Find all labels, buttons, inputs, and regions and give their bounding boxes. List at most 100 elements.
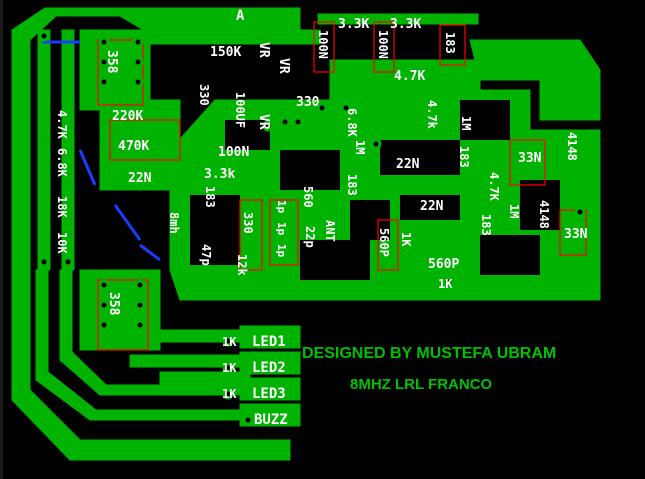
- label-r183-b: 183: [345, 174, 359, 196]
- label-c1p-c: 1p: [275, 244, 288, 258]
- r330c-outline: [239, 199, 263, 271]
- ic1-outline: [97, 39, 144, 106]
- pad: [340, 102, 352, 114]
- pad: [98, 76, 110, 88]
- pad: [98, 56, 110, 68]
- label-r47k-right: 4.7K: [487, 172, 501, 202]
- label-vr1: VR: [256, 42, 271, 58]
- pad: [279, 116, 291, 128]
- label-r47k-mid: 4.7k: [425, 100, 439, 130]
- label-buzz: BUZZ: [254, 412, 288, 428]
- c100n-a-outline: [313, 21, 335, 73]
- r470k-outline: [109, 119, 181, 161]
- designer-credit: DESIGNED BY MUSTEFA UBRAM: [302, 345, 556, 362]
- pad: [38, 30, 50, 42]
- d183-top-outline: [439, 24, 466, 66]
- label-a: A: [236, 8, 245, 24]
- label-c33n-a: 33N: [518, 151, 542, 166]
- label-c100uf: 100UF: [233, 92, 247, 128]
- jumper-3: [113, 204, 142, 241]
- label-r68k: 6.8K: [345, 108, 359, 138]
- label-c47p: 47p: [199, 244, 213, 266]
- label-r12k: 12k: [235, 254, 249, 276]
- pad: [38, 256, 50, 268]
- pad: [62, 256, 74, 268]
- label-c100n-a: 100N: [316, 30, 330, 59]
- label-r1k-led1: 1K: [222, 335, 237, 349]
- pad: [134, 299, 146, 311]
- label-ic1: 358: [104, 50, 119, 74]
- top-right-bus: [317, 13, 479, 25]
- left-trace-1: [37, 29, 51, 271]
- isolation-channels: [190, 100, 560, 280]
- pad: [262, 120, 274, 132]
- pad: [222, 362, 234, 374]
- pad: [132, 56, 144, 68]
- ic2-outline: [97, 279, 149, 351]
- label-r33k-b: 3.3K: [390, 17, 421, 32]
- c33n-a-outline: [509, 139, 546, 186]
- c33n-b-outline: [559, 209, 587, 256]
- jumpers: [42, 40, 161, 262]
- middle-left-area: [99, 99, 181, 191]
- label-r1k-mid: 1K: [399, 232, 413, 247]
- label-c22p: 22p: [303, 226, 317, 248]
- gap-5: [190, 195, 240, 265]
- label-r183-mid: 183: [203, 186, 217, 208]
- c560p-a-outline: [377, 219, 399, 271]
- gap-9: [520, 180, 560, 230]
- gap-2: [280, 150, 340, 190]
- label-r33k-a: 3.3K: [338, 17, 369, 32]
- label-d183-top: 183: [443, 32, 457, 54]
- led3-pad: [239, 377, 301, 401]
- gap-3: [380, 140, 460, 175]
- label-ic2: 358: [106, 292, 121, 316]
- label-r1k-led3: 1K: [222, 387, 237, 401]
- label-c560-a: 560: [301, 186, 315, 208]
- pad: [98, 36, 110, 48]
- gap-1: [225, 120, 270, 150]
- label-r183-d: 183: [479, 214, 493, 236]
- label-r47k-left: 4.7K: [55, 110, 69, 140]
- label-vr3: VR: [256, 114, 271, 130]
- c1p-group-outline: [269, 199, 299, 266]
- label-r33k-small: 3.3k: [204, 167, 235, 182]
- pad: [370, 138, 382, 150]
- led2-pad: [239, 351, 301, 375]
- buzz-pad: [239, 403, 301, 427]
- label-r1k-low: 1K: [438, 277, 453, 291]
- label-r47k-top: 4.7K: [394, 69, 425, 84]
- label-ant: ANT: [323, 220, 337, 242]
- label-r68k-left: 6.8K: [55, 148, 69, 178]
- label-d4148-a: 4148: [565, 132, 579, 161]
- component-outlines: [97, 21, 587, 351]
- led1-pad: [239, 325, 301, 349]
- top-bus-trace: [149, 29, 321, 45]
- label-r150k: 150K: [210, 45, 241, 60]
- label-vr2: VR: [276, 58, 291, 74]
- label-r1m-a: 1M: [353, 140, 367, 154]
- pad: [222, 335, 234, 347]
- gap-6: [300, 240, 370, 280]
- label-r330-a: 330: [197, 84, 211, 106]
- pad: [242, 414, 254, 426]
- label-led3: LED3: [252, 386, 286, 402]
- label-c1p-a: 1p: [275, 200, 288, 214]
- label-c33n-b: 33N: [564, 227, 588, 242]
- pad: [134, 319, 146, 331]
- label-c560p-b: 560P: [428, 257, 459, 272]
- pad: [222, 388, 234, 400]
- jumper-2: [78, 149, 97, 186]
- label-r330-b: 330: [296, 95, 320, 110]
- pad: [442, 276, 454, 288]
- pad: [132, 36, 144, 48]
- label-led2: LED2: [252, 360, 286, 376]
- upper-right-pour: [469, 39, 601, 121]
- label-r183-c: 183: [457, 146, 471, 168]
- label-r1m-c: 1M: [507, 204, 521, 218]
- label-l8mh: 8mh: [167, 212, 181, 234]
- pad: [98, 319, 110, 331]
- label-r220k: 220K: [112, 109, 143, 124]
- label-r10k: 10K: [55, 232, 69, 254]
